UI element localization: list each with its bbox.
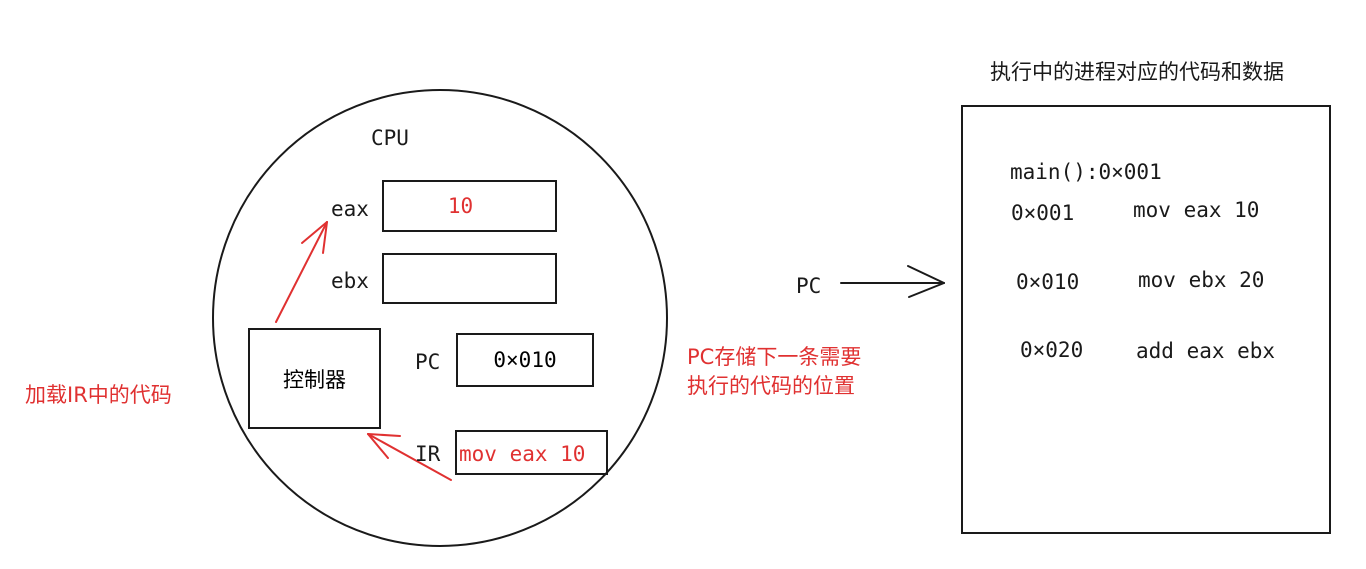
ebx-value — [383, 254, 556, 303]
pc-register-label: PC — [415, 350, 441, 374]
cpu-title: CPU — [371, 126, 409, 150]
eax-register-box — [382, 180, 557, 232]
pc-pointer-arrow — [840, 265, 945, 298]
ebx-register-box — [382, 253, 557, 304]
pc-pointer-label: PC — [796, 274, 822, 298]
ebx-label: ebx — [331, 269, 369, 293]
ir-register-value: mov eax 10 — [459, 442, 586, 466]
memory-row-address: 0×010 — [1016, 270, 1080, 294]
ir-register-label: IR — [415, 442, 441, 466]
memory-header: main():0×001 — [1010, 160, 1162, 184]
memory-title: 执行中的进程对应的代码和数据 — [990, 60, 1284, 84]
pc-note-line-1: PC存储下一条需要 — [687, 345, 862, 369]
pc-note-line-2: 执行的代码的位置 — [687, 374, 855, 398]
controller-label: 控制器 — [283, 367, 346, 392]
memory-row-instruction: add eax ebx — [1136, 339, 1276, 363]
controller-box — [248, 328, 381, 429]
pc-register-value: 0×010 — [493, 348, 557, 372]
eax-label: eax — [331, 197, 369, 221]
memory-row-instruction: mov ebx 20 — [1138, 268, 1265, 292]
eax-value: 10 — [447, 194, 474, 218]
memory-row-instruction: mov eax 10 — [1133, 198, 1260, 222]
memory-box — [961, 105, 1331, 534]
memory-row-address: 0×020 — [1020, 338, 1084, 362]
pc-register-box — [456, 333, 594, 387]
load-ir-annotation: 加载IR中的代码 — [25, 383, 172, 407]
ir-to-controller-arrow — [367, 433, 452, 481]
load-to-eax-arrow — [275, 221, 328, 323]
memory-row-address: 0×001 — [1011, 201, 1075, 225]
cpu-circle — [212, 89, 668, 547]
ir-register-box — [455, 430, 608, 475]
